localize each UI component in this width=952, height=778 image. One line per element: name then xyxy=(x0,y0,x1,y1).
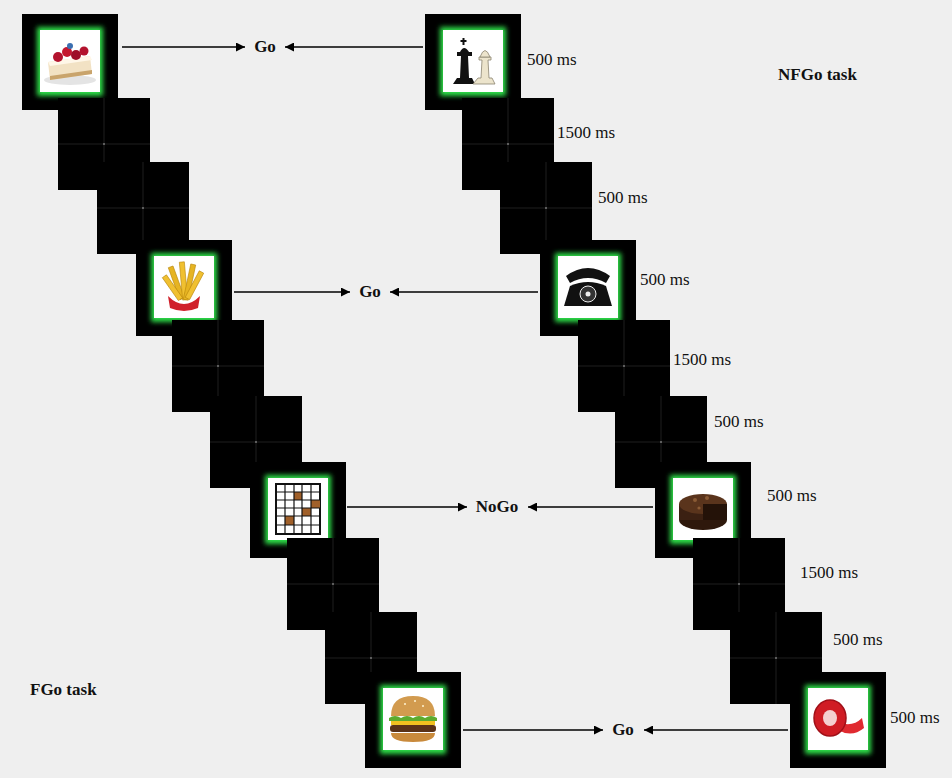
stimulus-frame xyxy=(365,672,461,768)
duration-label: 500 ms xyxy=(640,271,690,290)
task-label: NFGo task xyxy=(778,66,857,85)
duration-label: 500 ms xyxy=(833,631,883,650)
stimulus-frame xyxy=(425,14,521,110)
arrow xyxy=(390,291,538,293)
burger-icon xyxy=(389,696,437,742)
nfgo-sequence xyxy=(425,14,886,768)
cake-icon xyxy=(44,43,96,85)
arrow xyxy=(234,291,350,293)
ribbon-icon xyxy=(814,700,864,736)
duration-label: 1500 ms xyxy=(673,351,731,370)
arrows xyxy=(122,47,788,730)
duration-label: 500 ms xyxy=(527,51,577,70)
arrow xyxy=(463,729,603,731)
chocolate-cake-icon xyxy=(679,494,727,530)
fries-icon xyxy=(162,262,203,311)
stimulus-frame xyxy=(22,14,118,110)
arrow xyxy=(644,729,788,731)
duration-label: 1500 ms xyxy=(800,564,858,583)
duration-label: 500 ms xyxy=(714,413,764,432)
arrow xyxy=(122,46,245,48)
arrow xyxy=(528,506,653,508)
response-label: Go xyxy=(359,283,381,302)
duration-label: 1500 ms xyxy=(557,124,615,143)
response-label: Go xyxy=(612,721,634,740)
arrow xyxy=(285,46,423,48)
task-label: FGo task xyxy=(30,681,97,700)
chess-icon xyxy=(453,38,495,84)
stimulus-frame xyxy=(790,672,886,768)
calendar-icon xyxy=(276,484,320,534)
duration-label: 500 ms xyxy=(890,709,940,728)
response-label: NoGo xyxy=(476,498,519,517)
arrow xyxy=(347,506,467,508)
duration-label: 500 ms xyxy=(598,189,648,208)
duration-label: 500 ms xyxy=(767,487,817,506)
fgo-sequence xyxy=(22,14,461,768)
response-label: Go xyxy=(254,38,276,57)
phone-icon xyxy=(564,268,612,306)
